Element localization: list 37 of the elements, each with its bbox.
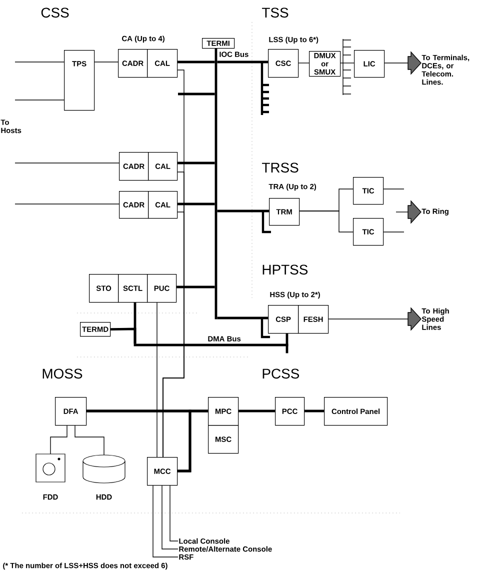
bus-connector	[217, 316, 268, 320]
bus-connector	[217, 60, 268, 64]
subsystem-title: TSS	[262, 8, 288, 18]
arrow	[328, 307, 422, 331]
connector-line	[170, 485, 178, 542]
bus-connector	[178, 60, 215, 64]
subsystem-title: PCSS	[262, 368, 300, 379]
arrow	[396, 200, 422, 224]
connector-line	[74, 425, 104, 456]
bus-connector	[217, 210, 269, 212]
connector-line	[14, 162, 120, 164]
bus-connector	[304, 410, 324, 412]
subsystem-title: CSS	[41, 8, 69, 18]
connector-line	[340, 62, 354, 64]
floppy-drive	[36, 454, 66, 482]
connector-line	[383, 188, 404, 190]
connector-line	[162, 485, 178, 550]
bus-connector	[110, 328, 136, 344]
bus-connector	[238, 410, 275, 412]
disk-cylinder	[82, 454, 126, 484]
bus-connector	[178, 202, 215, 206]
connector-line	[156, 302, 158, 458]
arrow	[384, 51, 422, 75]
connector-line	[152, 485, 178, 558]
subsystem-title: HPTSS	[262, 264, 308, 275]
bus-connector	[286, 334, 288, 354]
bus-line	[134, 344, 288, 346]
bus-connector	[178, 92, 215, 96]
bus-connector	[176, 286, 215, 288]
connector-line	[299, 210, 354, 232]
connector-line	[298, 62, 310, 64]
bus-connector	[86, 410, 192, 472]
subsystem-title: MOSS	[42, 368, 82, 379]
bus-connector	[178, 162, 215, 164]
connector-line	[50, 425, 68, 454]
subsystem-title: TRSS	[262, 162, 298, 173]
bus-line	[214, 48, 218, 320]
